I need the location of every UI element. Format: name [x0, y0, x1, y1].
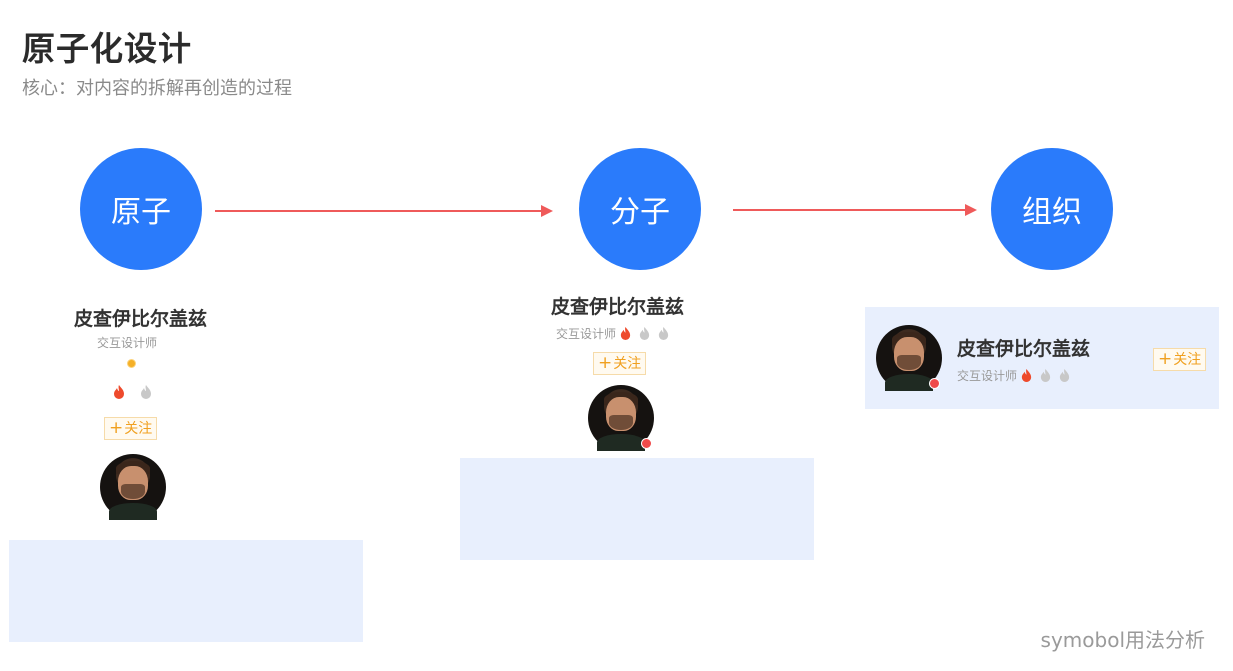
follow-label: 关注 — [1173, 352, 1202, 368]
verified-badge-icon — [929, 378, 940, 389]
stage-organism-label: 组织 — [1022, 195, 1082, 230]
organism-role: 交互设计师 — [957, 369, 1018, 383]
organism-avatar — [876, 325, 942, 391]
status-dot-icon — [127, 359, 136, 368]
arrow-atom-to-molecule — [215, 205, 553, 217]
stage-molecule: 分子 — [579, 148, 701, 270]
stage-atom: 原子 — [80, 148, 202, 270]
page-subtitle: 核心：对内容的拆解再创造的过程 — [22, 78, 292, 99]
molecule-container-panel — [460, 458, 814, 560]
stage-molecule-label: 分子 — [610, 195, 670, 230]
flame-icon — [620, 327, 631, 340]
plus-icon: + — [109, 418, 124, 438]
atom-avatar — [100, 454, 166, 520]
footer-note: symobol用法分析 — [1040, 628, 1205, 652]
atom-flame-row — [112, 381, 153, 400]
flame-icon — [639, 327, 650, 340]
verified-badge-icon — [641, 438, 652, 449]
atom-container-panel — [9, 540, 363, 642]
page-title: 原子化设计 — [22, 29, 192, 68]
flame-icon — [114, 384, 124, 399]
molecule-role-row: 交互设计师 — [556, 325, 670, 342]
plus-icon: + — [598, 353, 613, 373]
organism-follow-button[interactable]: +关注 — [1153, 348, 1207, 371]
atom-follow-button[interactable]: +关注 — [104, 417, 158, 440]
follow-label: 关注 — [613, 356, 642, 372]
molecule-avatar — [588, 385, 654, 451]
flame-icon — [1059, 369, 1070, 382]
atom-name: 皮查伊比尔盖兹 — [74, 308, 208, 330]
stage-atom-label: 原子 — [111, 195, 171, 230]
molecule-role: 交互设计师 — [556, 327, 617, 341]
flame-icon — [141, 384, 152, 399]
organism-name: 皮查伊比尔盖兹 — [957, 338, 1091, 360]
stage-organism: 组织 — [991, 148, 1113, 270]
flame-icon — [1040, 369, 1051, 382]
arrow-molecule-to-organism — [733, 204, 977, 216]
flame-icon — [1021, 369, 1032, 382]
follow-label: 关注 — [124, 421, 153, 437]
molecule-follow-button[interactable]: +关注 — [593, 352, 647, 375]
atom-role: 交互设计师 — [97, 336, 158, 350]
plus-icon: + — [1158, 349, 1173, 369]
flame-icon — [658, 327, 669, 340]
organism-role-row: 交互设计师 — [957, 367, 1071, 384]
molecule-name: 皮查伊比尔盖兹 — [551, 296, 685, 318]
